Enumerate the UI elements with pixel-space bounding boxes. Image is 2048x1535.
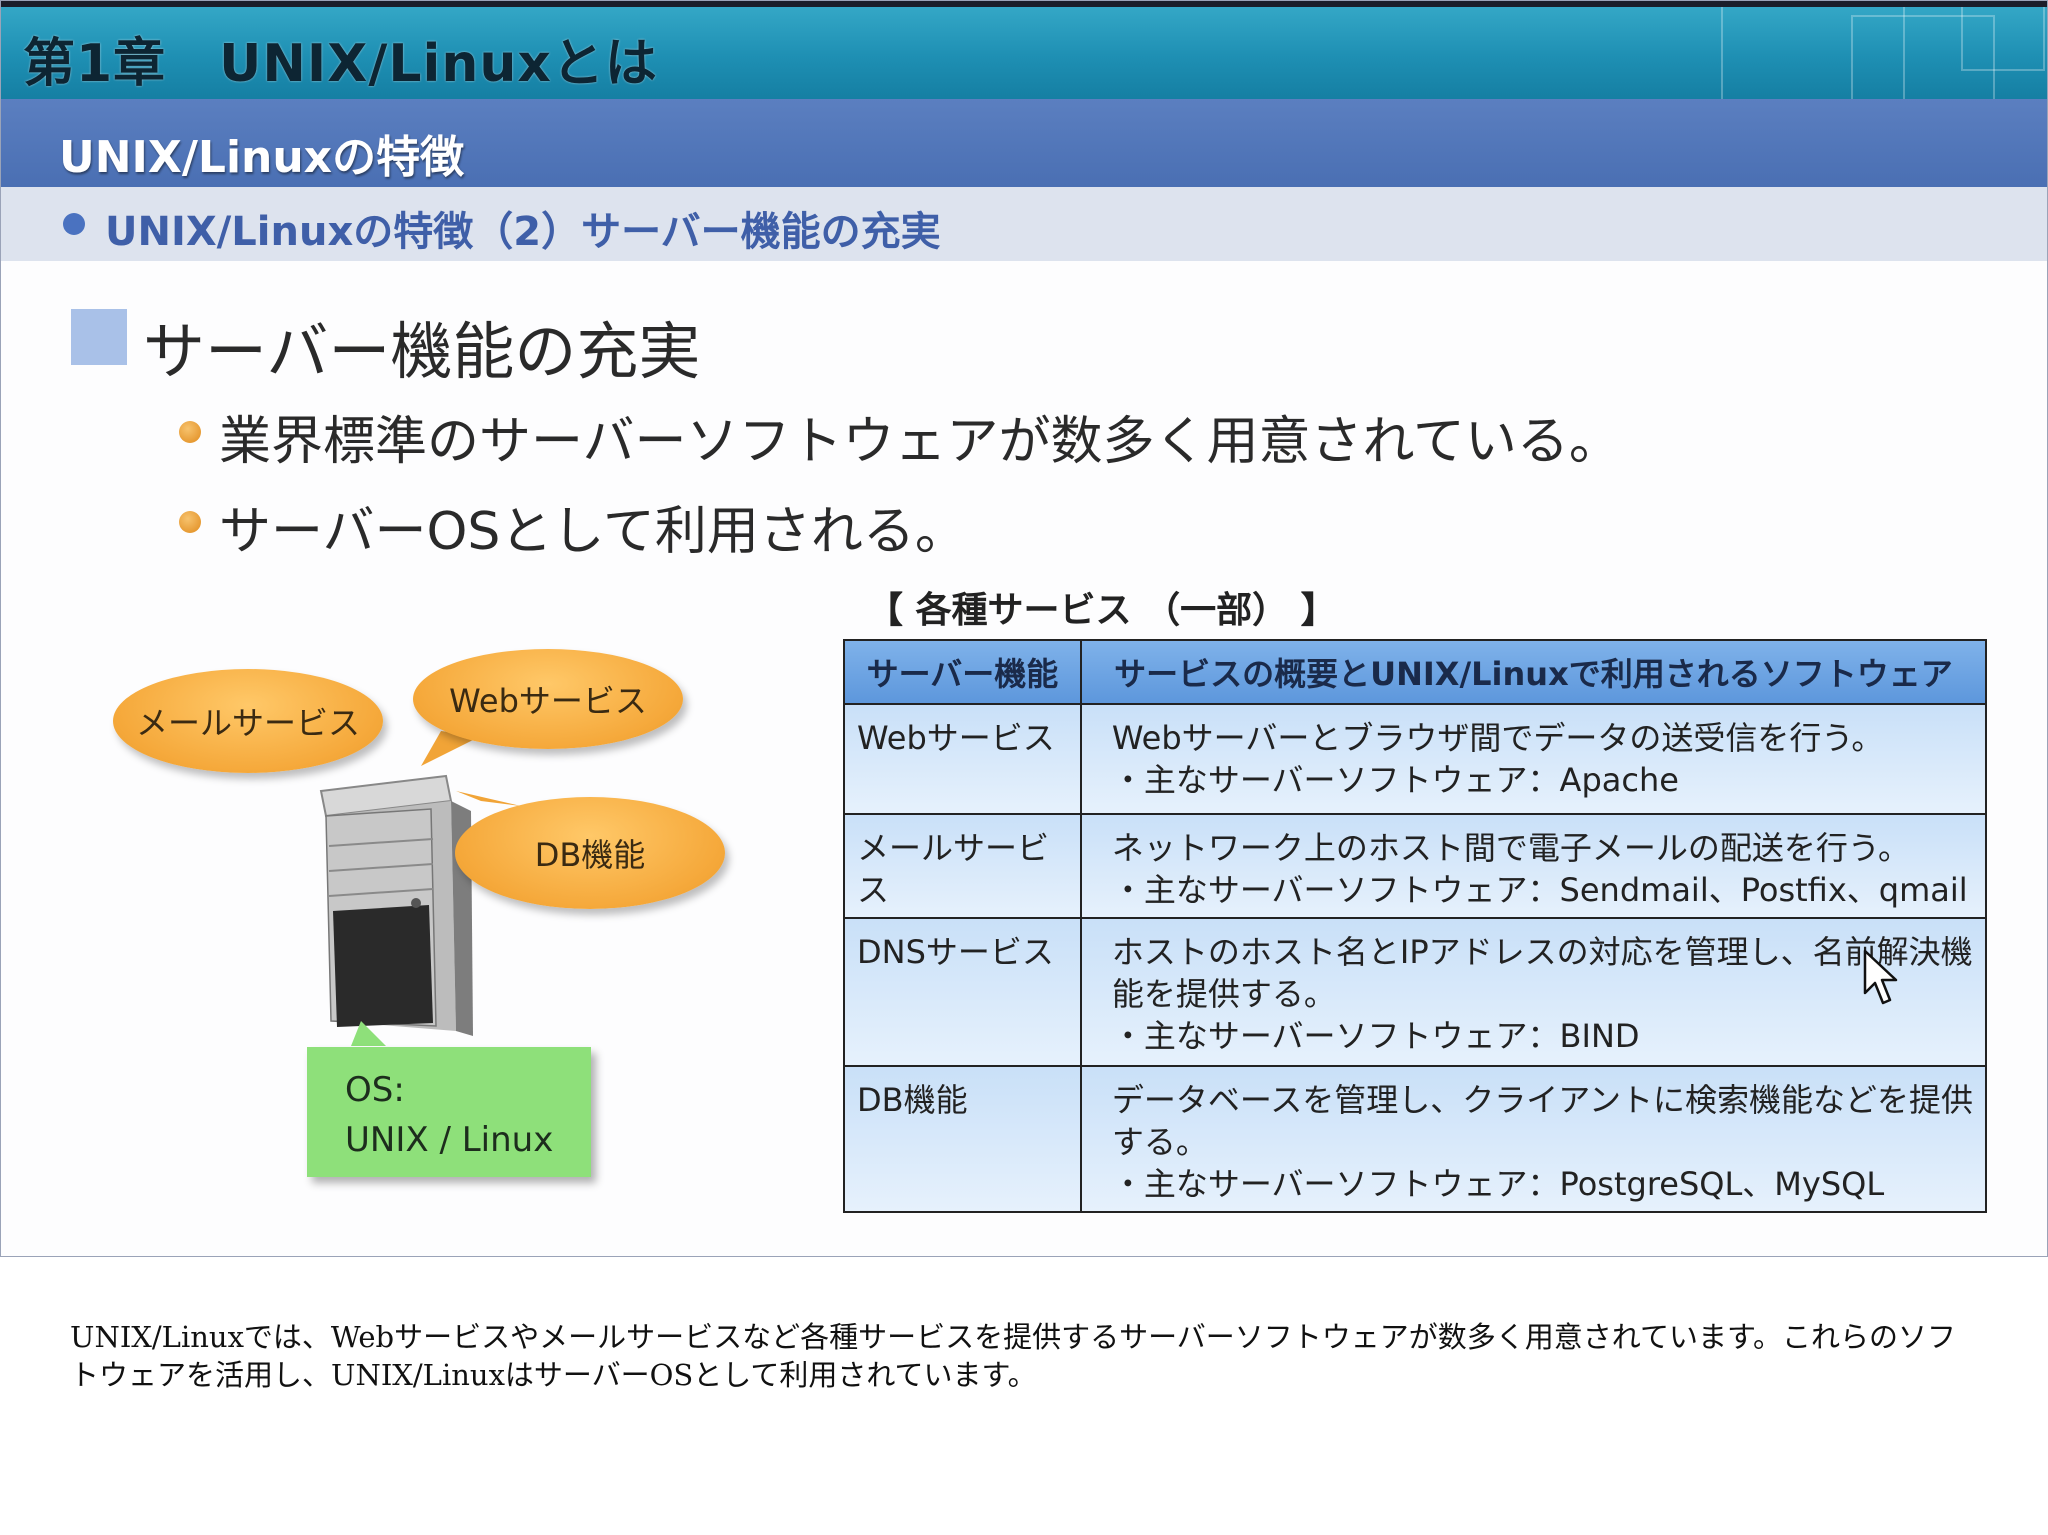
orange-bullet-icon [179, 511, 201, 533]
table-header-cell: サーバー機能 [843, 639, 1082, 705]
slide-caption: UNIX/Linuxでは、Webサービスやメールサービスなど各種サービスを提供す… [70, 1320, 1957, 1392]
bullet-text: サーバーOSとして利用される。 [219, 502, 967, 562]
table-row: メールサービス ネットワーク上のホスト間で電子メールの配送を行う。 ・主なサーバ… [843, 813, 1988, 919]
table-caption: 【 各種サービス （一部） 】 [867, 590, 1337, 631]
description-cell: Webサーバーとブラウザ間でデータの送受信を行う。 ・主なサーバーソフトウェア：… [1079, 703, 1988, 815]
description-cell: ホストのホスト名とIPアドレスの対応を管理し、名前解決機 能を提供する。 ・主な… [1079, 917, 1988, 1067]
description-line: ・主なサーバーソフトウェア：Sendmail、Postfix、qmail [1111, 871, 1968, 909]
chapter-banner: 第1章 UNIX/Linuxとは [1, 7, 2047, 99]
description-cell: データベースを管理し、クライアントに検索機能などを提供 する。 ・主なサーバーソ… [1079, 1065, 1988, 1213]
table-header-row: サーバー機能 サービスの概要とUNIX/Linuxで利用されるソフトウェア [843, 639, 1988, 705]
subsection-title: UNIX/Linuxの特徴（2）サーバー機能の充実 [105, 209, 941, 255]
section-banner: UNIX/Linuxの特徴 [1, 99, 2047, 187]
description-line: する。 [1111, 1123, 1208, 1161]
description-line: データベースを管理し、クライアントに検索機能などを提供 [1111, 1081, 1973, 1119]
function-cell: DB機能 [843, 1065, 1082, 1213]
bubble-label: メールサービス [135, 704, 360, 742]
function-cell: DNSサービス [843, 917, 1082, 1067]
os-label-box: OS: UNIX / Linux [307, 1047, 591, 1177]
server-illustration [319, 731, 521, 1046]
description-line: ネットワーク上のホスト間で電子メールの配送を行う。 [1111, 829, 1910, 867]
function-cell: Webサービス [843, 703, 1082, 815]
os-label: OS: [345, 1070, 405, 1110]
section-title: UNIX/Linuxの特徴 [59, 132, 465, 183]
table-row: DB機能 データベースを管理し、クライアントに検索機能などを提供 する。 ・主な… [843, 1065, 1988, 1213]
bullet-text: 業界標準のサーバーソフトウェアが数多く用意されている。 [219, 412, 1621, 472]
db-function-bubble: DB機能 [455, 797, 725, 909]
description-line: ホストのホスト名とIPアドレスの対応を管理し、名前解決機 [1111, 933, 1973, 971]
description-line: 能を提供する。 [1111, 975, 1336, 1013]
os-value: UNIX / Linux [345, 1120, 554, 1160]
bullet-dot-icon [63, 213, 85, 235]
subsection-banner: UNIX/Linuxの特徴（2）サーバー機能の充実 [1, 187, 2047, 261]
slide: 第1章 UNIX/Linuxとは UNIX/Linuxの特徴 UNIX/Linu… [0, 0, 2048, 1257]
web-service-bubble: Webサービス [413, 649, 683, 749]
chapter-title: 第1章 UNIX/Linuxとは [23, 34, 658, 94]
table-header-cell: サービスの概要とUNIX/Linuxで利用されるソフトウェア [1079, 639, 1988, 705]
services-table: サーバー機能 サービスの概要とUNIX/Linuxで利用されるソフトウェア We… [843, 639, 1988, 1213]
square-bullet-icon [71, 309, 127, 365]
bubble-label: DB機能 [534, 836, 646, 874]
slide-heading: サーバー機能の充実 [143, 315, 701, 388]
description-line: Webサーバーとブラウザ間でデータの送受信を行う。 [1111, 719, 1884, 757]
mail-service-bubble: メールサービス [113, 669, 383, 773]
mouse-pointer-icon [1863, 949, 1898, 1005]
description-line: ・主なサーバーソフトウェア：Apache [1111, 761, 1679, 799]
function-cell: メールサービス [843, 813, 1082, 919]
bubble-label: Webサービス [449, 682, 647, 720]
description-line: ・主なサーバーソフトウェア：PostgreSQL、MySQL [1111, 1165, 1885, 1203]
description-line: ・主なサーバーソフトウェア：BIND [1111, 1017, 1640, 1055]
table-row: DNSサービス ホストのホスト名とIPアドレスの対応を管理し、名前解決機 能を提… [843, 917, 1988, 1067]
top-bar [1, 1, 2047, 7]
orange-bullet-icon [179, 421, 201, 443]
description-cell: ネットワーク上のホスト間で電子メールの配送を行う。 ・主なサーバーソフトウェア：… [1079, 813, 1988, 919]
table-row: Webサービス Webサーバーとブラウザ間でデータの送受信を行う。 ・主なサーバ… [843, 703, 1988, 815]
